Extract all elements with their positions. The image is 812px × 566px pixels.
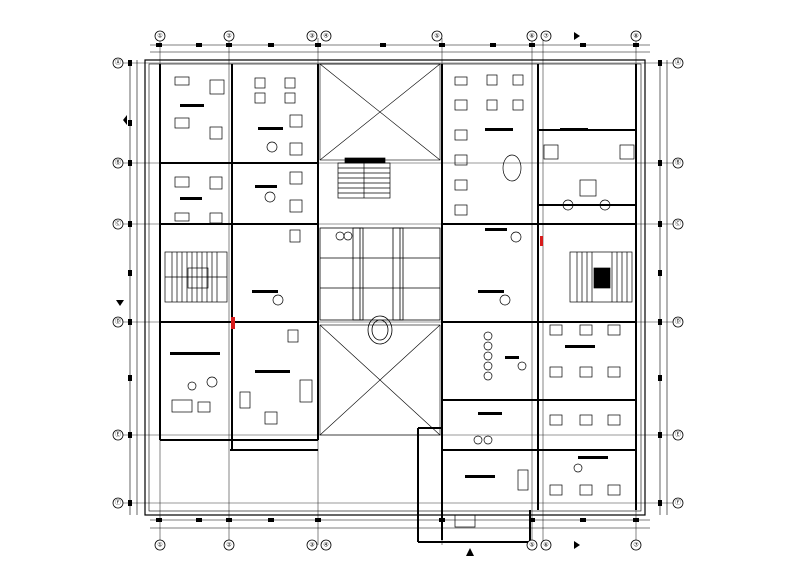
grid-label: Ⓒ — [675, 220, 681, 228]
grid-label: ⑥ — [543, 542, 548, 549]
grid-label: Ⓓ — [675, 318, 681, 326]
dimension-lines — [129, 44, 668, 529]
grid-label: ④ — [323, 542, 328, 549]
grid-label: Ⓑ — [115, 159, 121, 167]
red-markers — [231, 236, 543, 329]
furniture-lower-left — [170, 329, 313, 425]
grid-label: ① — [157, 33, 162, 40]
grid-label: Ⓔ — [675, 431, 681, 439]
open-void-bottom — [319, 324, 441, 436]
grid-label: Ⓕ — [675, 499, 681, 507]
grid-bubbles-top: ① ② ③ ④ ⑤ ⑥ ⑦ ⑧ — [154, 30, 642, 42]
grid-label: Ⓔ — [115, 431, 121, 439]
section-arrows — [116, 32, 580, 556]
grid-label: ⑥ — [529, 33, 534, 40]
grid-label: Ⓕ — [115, 499, 121, 507]
dimension-ticks — [128, 43, 662, 522]
grid-label: ④ — [323, 33, 328, 40]
grid-bubbles-bottom: ① ② ③ ④ ⑤ ⑥ ⑦ — [154, 539, 642, 551]
grid-label: ② — [226, 542, 232, 549]
furniture-right-office — [454, 74, 524, 243]
grid-label: ⑦ — [543, 33, 549, 40]
grid-label: Ⓐ — [115, 59, 121, 67]
grid-label: Ⓒ — [115, 220, 121, 228]
furniture-top-left — [174, 76, 225, 224]
grid-label: ① — [157, 542, 162, 549]
grid-bubbles-right: Ⓐ Ⓑ Ⓒ Ⓓ Ⓔ Ⓕ — [672, 57, 684, 509]
grid-label: ⑤ — [434, 33, 439, 40]
grid-label: ⑤ — [529, 542, 534, 549]
left-staircase — [164, 251, 228, 303]
grid-label: Ⓐ — [675, 59, 681, 67]
grid-bubbles-left: Ⓐ Ⓑ Ⓒ Ⓓ Ⓔ Ⓕ — [112, 57, 124, 509]
main-staircase — [337, 157, 391, 199]
interior-walls — [159, 64, 637, 543]
furniture-office-2 — [254, 77, 303, 243]
grid-label: Ⓓ — [115, 318, 121, 326]
grid-label: ⑧ — [633, 33, 638, 40]
furniture-center-offices — [252, 231, 511, 306]
furniture-lower-right — [454, 324, 621, 528]
grid-label: ③ — [309, 33, 314, 40]
right-staircase — [569, 251, 633, 303]
central-atrium — [319, 227, 441, 345]
grid-label: ② — [226, 33, 232, 40]
grid-label: Ⓑ — [675, 159, 681, 167]
furniture-toilets — [543, 128, 635, 211]
grid-label: ③ — [309, 542, 314, 549]
grid-label: ⑦ — [633, 542, 639, 549]
open-void-top — [319, 63, 441, 161]
